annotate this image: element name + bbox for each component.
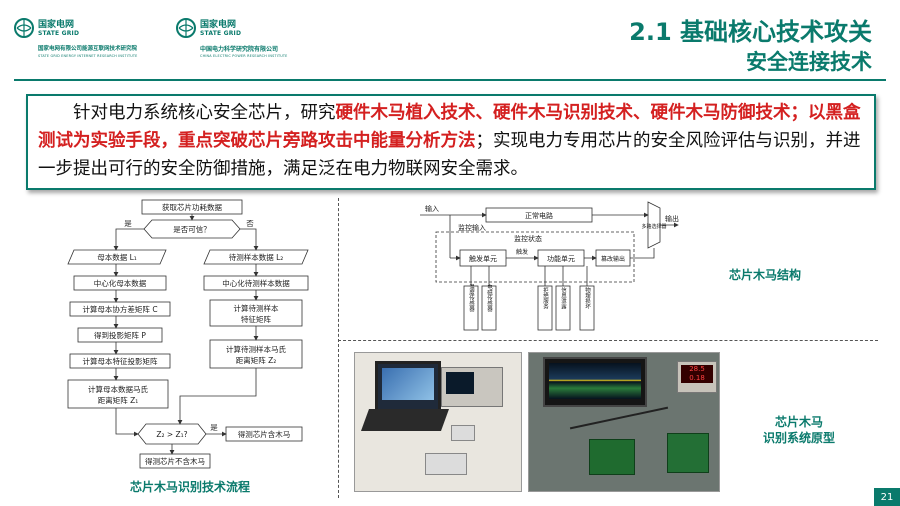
prototype-photo-2: 28.5 0.18 bbox=[528, 352, 720, 492]
panel-divider-horizontal bbox=[338, 340, 878, 341]
slide-subtitle: 安全连接技术 bbox=[746, 50, 872, 74]
logo2-org-en: CHINA ELECTRIC POWER RESEARCH INSTITUTE bbox=[200, 54, 288, 58]
struct-tamper-label: 篡改输出 bbox=[601, 255, 625, 263]
flow-decision-1-text: 是否可信？ bbox=[173, 224, 211, 234]
struct-sub4-label: 信息泄露 bbox=[560, 286, 567, 311]
prototype-caption-2: 识别系统原型 bbox=[762, 431, 835, 445]
flow-decision-2-text: Z₂ > Z₁? bbox=[156, 430, 187, 439]
flow-left-6 bbox=[67, 379, 169, 409]
structure-caption: 芯片木马结构 bbox=[728, 268, 801, 282]
logo2-en: STATE GRID bbox=[200, 29, 242, 37]
struct-monitor-input-label: 监控输入 bbox=[458, 223, 486, 232]
flow-right-3b-text: 特征矩阵 bbox=[241, 314, 271, 324]
flow-left-2-text: 中心化母本数据 bbox=[94, 278, 147, 288]
logo1-cn: 国家电网 bbox=[38, 19, 75, 30]
flow-result-no-text: 得测芯片不含木马 bbox=[145, 456, 205, 466]
flow-left-5 bbox=[69, 353, 171, 369]
struct-sub5-label: 物理损坏 bbox=[584, 286, 591, 311]
slide-title: 2.1 基础核心技术攻关 bbox=[629, 18, 872, 46]
probe-cable bbox=[569, 406, 669, 430]
reading-1: 28.5 bbox=[689, 365, 705, 373]
logo1-org-en: STATE GRID ENERGY INTERNET RESEARCH INST… bbox=[38, 54, 138, 58]
logo1-org-cn: 国家电网有限公司能源互联网技术研究院 bbox=[38, 46, 138, 52]
flow-yes2-text: 是 bbox=[210, 423, 218, 432]
flow-left-1 bbox=[67, 249, 167, 265]
struct-monitor-state-label: 监控状态 bbox=[514, 234, 542, 243]
flow-right-2-text: 中心化待测样本数据 bbox=[222, 278, 290, 288]
oscilloscope-2 bbox=[543, 357, 647, 407]
page-number: 21 bbox=[874, 488, 900, 506]
flow-left-3-text: 计算母本协方差矩阵 C bbox=[82, 304, 157, 314]
power-supply-display: 28.5 0.18 bbox=[681, 365, 713, 383]
summary-text-emphasis: 硬件木马植入技术、硬件木马识别技术、硬件木马防御技术；以黑盒测试为实验手段，重点… bbox=[38, 103, 861, 151]
power-supply: 28.5 0.18 bbox=[677, 361, 717, 393]
logo2-org-cn: 中国电力科学研究院有限公司 bbox=[200, 46, 279, 53]
flow-right-4a-text: 计算待测样本马氏 bbox=[226, 344, 286, 354]
laptop-screen bbox=[375, 361, 441, 413]
flow-start-text: 获取芯片功耗数据 bbox=[162, 202, 222, 212]
struct-sub3-label: 拒绝服务 bbox=[542, 286, 549, 311]
logo2-org: 中国电力科学研究院有限公司 CHINA ELECTRIC POWER RESEA… bbox=[200, 46, 320, 59]
flow-right-1 bbox=[203, 249, 309, 265]
mux-shape bbox=[647, 201, 661, 249]
flow-right-1-text: 待测样本数据 L₂ bbox=[229, 252, 284, 262]
logo1-org: 国家电网有限公司能源互联网技术研究院 STATE GRID ENERGY INT… bbox=[38, 46, 178, 59]
oscilloscope-1 bbox=[441, 367, 503, 407]
test-board-1 bbox=[451, 425, 475, 441]
logo2-cn: 国家电网 bbox=[200, 19, 237, 30]
flow-left-3 bbox=[69, 301, 171, 317]
flow-left-5-text: 计算母本特征投影矩阵 bbox=[83, 356, 158, 366]
struct-trigger-label: 触发单元 bbox=[469, 254, 497, 263]
prototype-photo-1 bbox=[354, 352, 522, 492]
struct-input-label: 输入 bbox=[425, 204, 439, 213]
trojan-detection-flowchart: 获取芯片功耗数据 是否可信？ 是 否 母本数据 L₁ 待测样本数据 L₂ 中心化… bbox=[67, 199, 309, 469]
logo1-en: STATE GRID bbox=[38, 29, 80, 37]
test-board-2 bbox=[425, 453, 467, 475]
flow-left-2 bbox=[73, 275, 167, 291]
header-rule bbox=[14, 79, 886, 81]
flow-left-4 bbox=[77, 327, 163, 343]
panel-divider-vertical bbox=[338, 198, 339, 498]
prototype-caption-1: 芯片木马 bbox=[774, 415, 823, 429]
trojan-boundary bbox=[435, 231, 635, 283]
flow-no-text: 否 bbox=[246, 219, 254, 228]
state-grid-logo-2: 国家电网 STATE GRID bbox=[176, 18, 241, 38]
summary-text-1: 针对电力系统核心安全芯片，研究 bbox=[73, 103, 336, 123]
reading-2: 0.18 bbox=[689, 374, 705, 382]
laptop-keyboard bbox=[360, 409, 450, 431]
state-grid-logo-1: 国家电网 STATE GRID bbox=[14, 18, 79, 38]
prototype-caption: 芯片木马 识别系统原型 bbox=[744, 414, 854, 446]
state-grid-emblem-icon bbox=[14, 18, 34, 38]
flow-left-6a-text: 计算母本数据马氏 bbox=[88, 384, 148, 394]
struct-output-label: 输出 bbox=[665, 214, 679, 223]
flow-right-3a-text: 计算待测样本 bbox=[234, 303, 279, 313]
flow-result-yes-text: 得测芯片含木马 bbox=[238, 429, 291, 439]
flow-left-6b-text: 距离矩阵 Z₁ bbox=[98, 395, 139, 405]
state-grid-emblem-icon bbox=[176, 18, 196, 38]
struct-sub1-label: 温度传感器 bbox=[468, 283, 475, 313]
struct-sub2-label: 电磁传感器 bbox=[486, 283, 493, 313]
flow-left-1-text: 母本数据 L₁ bbox=[97, 252, 137, 262]
flow-result-no bbox=[139, 453, 211, 469]
struct-payload-label: 功能单元 bbox=[547, 254, 575, 263]
summary-text-3: ；实现电力专用芯片的安全风险评估与识别，并进一步提出可行的安全防御措施，满足泛在… bbox=[38, 131, 861, 179]
summary-box: 针对电力系统核心安全芯片，研究硬件木马植入技术、硬件木马识别技术、硬件木马防御技… bbox=[26, 94, 876, 190]
struct-normal-label: 正常电路 bbox=[525, 211, 553, 220]
flow-yes-text: 是 bbox=[124, 219, 132, 228]
flowchart-caption: 芯片木马识别技术流程 bbox=[129, 480, 250, 494]
circuit-board-2 bbox=[667, 433, 709, 473]
flow-right-4b-text: 距离矩阵 Z₂ bbox=[236, 355, 277, 365]
flow-left-4-text: 得到投影矩阵 P bbox=[94, 330, 146, 340]
circuit-board-1 bbox=[589, 439, 635, 475]
trojan-structure-diagram: 输入 正常电路 输出 多路选择器 监控输入 监控状态 触发单元 触发 功能单元 … bbox=[420, 201, 679, 331]
struct-trigger-sig-label: 触发 bbox=[516, 248, 528, 256]
struct-mux-label: 多路选择器 bbox=[641, 223, 666, 230]
